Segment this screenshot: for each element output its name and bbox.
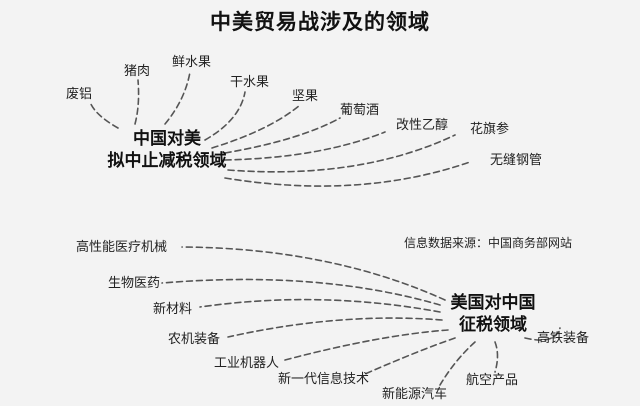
connector-china-2	[164, 71, 191, 125]
connector-china-3	[204, 91, 246, 141]
china-item-6: 改性乙醇	[396, 118, 449, 133]
connector-us-7	[494, 341, 499, 373]
china-item-5: 葡萄酒	[340, 103, 380, 118]
china-item-2: 鲜水果	[172, 55, 212, 70]
connector-us-0	[181, 246, 446, 301]
china-hub-line1: 中国对美	[133, 129, 201, 149]
china-hub: 中国对美 拟中止减税领域	[92, 128, 242, 172]
us-item-5: 新一代信息技术	[278, 372, 370, 387]
us-item-4: 工业机器人	[214, 356, 280, 371]
us-item-0: 高性能医疗机械	[76, 240, 168, 255]
us-item-6: 新能源汽车	[382, 387, 448, 402]
connector-us-8	[524, 327, 561, 341]
connector-us-5	[364, 337, 456, 375]
diagram-title: 中美贸易战涉及的领域	[210, 10, 430, 34]
us-item-7: 航空产品	[466, 373, 519, 388]
connector-china-0	[89, 101, 119, 129]
connector-china-7	[227, 134, 456, 173]
china-item-7: 花旗参	[470, 122, 510, 137]
connector-us-4	[284, 329, 449, 361]
china-item-0: 废铝	[66, 87, 93, 102]
connector-us-6	[439, 341, 476, 386]
source-note: 信息数据来源：中国商务部网站	[404, 236, 573, 250]
us-item-8: 高铁装备	[537, 331, 590, 346]
china-hub-line2: 拟中止减税领域	[107, 151, 227, 171]
connector-us-2	[199, 298, 441, 313]
connector-us-1	[161, 278, 441, 306]
china-item-4: 坚果	[292, 89, 319, 104]
us-item-1: 生物医药	[108, 276, 161, 291]
connector-china-6	[224, 131, 386, 161]
connector-china-4	[211, 104, 301, 149]
us-hub: 美国对中国 征税领域	[428, 292, 558, 336]
us-item-2: 新材料	[153, 302, 193, 317]
connector-us-3	[227, 317, 443, 338]
connector-china-5	[224, 117, 341, 154]
china-item-3: 干水果	[230, 75, 270, 90]
china-item-8: 无缝钢管	[490, 153, 543, 168]
china-item-1: 猪肉	[124, 64, 151, 79]
us-hub-line2: 征税领域	[459, 315, 527, 335]
us-hub-line1: 美国对中国	[450, 293, 536, 313]
us-item-3: 农机装备	[168, 332, 221, 347]
connector-china-1	[134, 79, 140, 125]
connector-china-8	[224, 161, 471, 187]
